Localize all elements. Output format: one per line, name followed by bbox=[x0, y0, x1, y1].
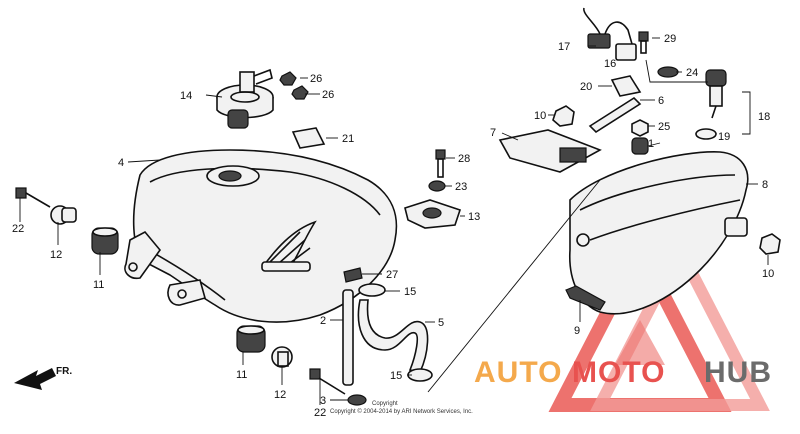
callout-18: 18 bbox=[758, 111, 770, 123]
collar-12-left[interactable] bbox=[50, 205, 77, 225]
callout-29: 29 bbox=[664, 33, 676, 45]
rubber-11-bottom[interactable] bbox=[236, 325, 266, 353]
callout-5: 5 bbox=[438, 317, 444, 329]
washer-24[interactable] bbox=[657, 66, 679, 78]
collar-12-bottom[interactable] bbox=[271, 346, 293, 368]
callout-6: 6 bbox=[658, 95, 664, 107]
bolt-29[interactable] bbox=[638, 31, 649, 54]
callout-2: 2 bbox=[320, 315, 326, 327]
watermark-auto: AUTO bbox=[474, 356, 562, 389]
callout-11-left: 11 bbox=[93, 279, 104, 291]
callout-13: 13 bbox=[468, 211, 480, 223]
callout-17: 17 bbox=[558, 41, 570, 53]
callout-26b: 26 bbox=[322, 89, 334, 101]
nut-26b[interactable] bbox=[291, 85, 309, 100]
callout-12-bottom: 12 bbox=[274, 389, 286, 401]
callout-7: 7 bbox=[490, 127, 496, 139]
bolt-22-left[interactable] bbox=[15, 187, 51, 208]
fuel-tank[interactable] bbox=[124, 149, 398, 323]
callout-15-lower: 15 bbox=[390, 370, 402, 382]
watermark-logo-icon bbox=[548, 234, 770, 412]
honda-wing-emblem-icon bbox=[261, 220, 317, 272]
callout-labels: 1 2 3 4 5 6 7 8 9 10 10 11 11 12 12 13 1… bbox=[12, 33, 774, 419]
watermark-moto: MOTO bbox=[572, 356, 665, 389]
bolt-22-bottom[interactable] bbox=[309, 368, 346, 395]
hose-5[interactable] bbox=[357, 299, 429, 373]
rubber-11-left[interactable] bbox=[91, 227, 119, 255]
callout-10-top: 10 bbox=[534, 110, 546, 122]
nut-19[interactable] bbox=[695, 128, 717, 140]
cover-7[interactable] bbox=[498, 129, 602, 173]
callout-28: 28 bbox=[458, 153, 470, 165]
watermark-hub: HUB bbox=[704, 356, 772, 389]
callout-1: 1 bbox=[648, 138, 654, 150]
copyright-line2: Copyright © 2004-2014 by ARI Network Ser… bbox=[330, 408, 473, 415]
clamp-15-upper[interactable] bbox=[358, 283, 386, 297]
bracket-20[interactable] bbox=[610, 75, 642, 97]
washer-23[interactable] bbox=[428, 180, 446, 192]
callout-26a: 26 bbox=[310, 73, 322, 85]
callout-22-left: 22 bbox=[12, 223, 24, 235]
callout-11-bottom: 11 bbox=[236, 369, 247, 381]
ignition-switch-18[interactable] bbox=[705, 69, 727, 119]
fuel-tube-2[interactable] bbox=[342, 289, 354, 386]
callout-21: 21 bbox=[342, 133, 354, 145]
callout-8: 8 bbox=[762, 179, 768, 191]
mount-plate-13[interactable] bbox=[404, 199, 462, 229]
connector-16[interactable] bbox=[615, 43, 637, 61]
decal-21[interactable] bbox=[291, 127, 326, 149]
fuel-cap[interactable] bbox=[216, 68, 274, 129]
callout-19: 19 bbox=[718, 131, 730, 143]
callout-15-upper: 15 bbox=[404, 286, 416, 298]
callout-25: 25 bbox=[658, 121, 670, 133]
callout-4: 4 bbox=[118, 157, 124, 169]
nut-10-top[interactable] bbox=[552, 105, 575, 127]
clip-27[interactable] bbox=[343, 267, 363, 283]
callout-12-left: 12 bbox=[50, 249, 62, 261]
side-cover-8[interactable] bbox=[569, 151, 749, 315]
collar-1[interactable] bbox=[631, 137, 649, 155]
callout-10-right: 10 bbox=[762, 268, 774, 280]
bolt-25[interactable] bbox=[631, 119, 649, 137]
nut-26a[interactable] bbox=[279, 71, 297, 86]
callout-22-bottom: 22 bbox=[314, 407, 326, 419]
callout-14: 14 bbox=[180, 90, 192, 102]
front-direction-label: FR. bbox=[56, 366, 72, 377]
callout-27: 27 bbox=[386, 269, 398, 281]
rubber-strip-9[interactable] bbox=[565, 285, 606, 311]
front-direction-arrow-icon bbox=[14, 368, 56, 390]
copyright-line1: Copyright bbox=[372, 401, 398, 407]
watermark-text: AUTO MOTO HUB bbox=[474, 356, 772, 389]
nut-10-right[interactable] bbox=[759, 233, 781, 255]
band-3[interactable] bbox=[347, 394, 367, 406]
leader-lines bbox=[19, 37, 769, 405]
callout-9: 9 bbox=[574, 325, 580, 337]
rod-6[interactable] bbox=[588, 96, 642, 134]
callout-23: 23 bbox=[455, 181, 467, 193]
callout-16: 16 bbox=[604, 58, 616, 70]
switch-connector-17[interactable] bbox=[583, 7, 633, 49]
callout-20: 20 bbox=[580, 81, 592, 93]
callout-24: 24 bbox=[686, 67, 698, 79]
bolt-28[interactable] bbox=[435, 149, 446, 178]
callout-3: 3 bbox=[320, 395, 326, 407]
